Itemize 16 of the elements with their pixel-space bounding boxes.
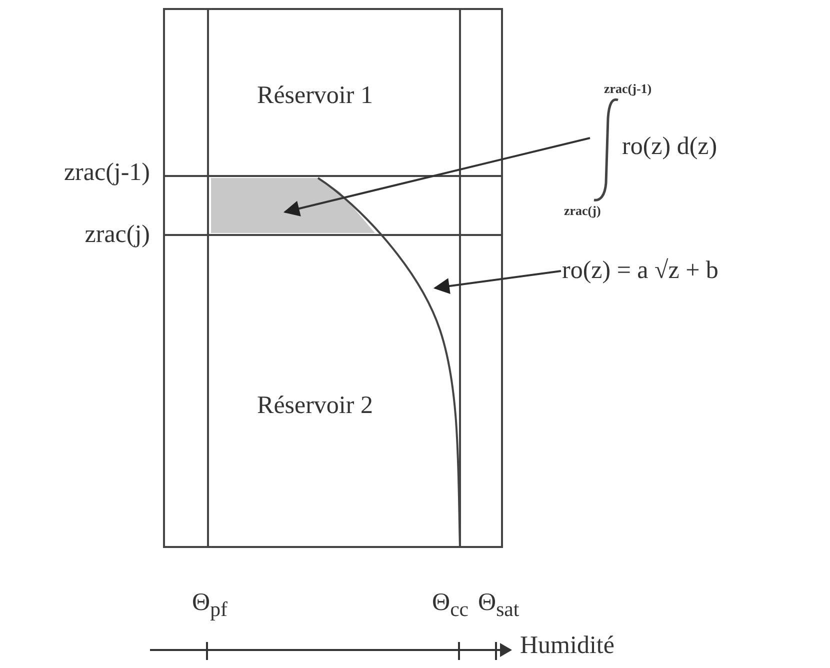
reservoir-label: Réservoir 2 xyxy=(230,390,400,422)
upper-bound-label: zrac(j-1) xyxy=(604,82,652,95)
axis-tick-label: Θ$_{sat}$ xyxy=(478,590,520,620)
shaded-layer xyxy=(211,178,375,233)
axis-tick-label: Θ$_{pf}$ xyxy=(192,590,228,620)
axis-tick-label: Θ$_{cc}$ xyxy=(432,590,470,620)
integrand-text: ro(z) d(z) xyxy=(622,134,718,159)
arrow xyxy=(433,270,562,294)
depth-label: zrac(j) xyxy=(84,222,150,247)
arrow xyxy=(283,137,590,216)
formula-text: ro(z) = a √z + b xyxy=(562,254,762,288)
reservoir-label: Réservoir 1 xyxy=(230,80,400,112)
depth-label: zrac(j-1) xyxy=(62,160,150,185)
lower-bound-label: zrac(j) xyxy=(564,204,601,217)
axis-title: Humidité xyxy=(520,633,616,658)
soil-column-frame xyxy=(163,8,503,548)
